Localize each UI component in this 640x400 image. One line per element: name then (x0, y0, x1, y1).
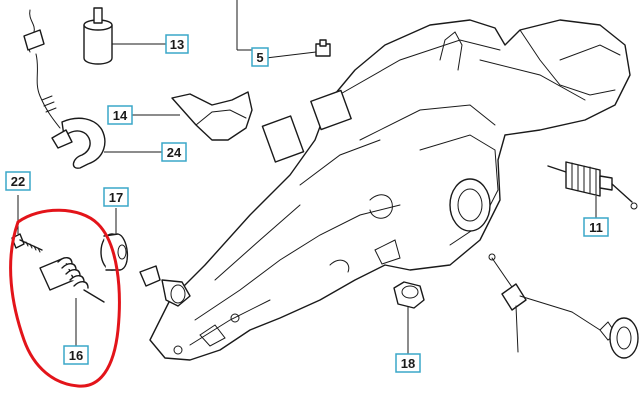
callout-5[interactable]: 5 (251, 47, 269, 67)
red-highlight-outline (9, 208, 121, 388)
fitting-part (236, 0, 331, 59)
rubber-bush-part (393, 281, 425, 354)
callout-24[interactable]: 24 (161, 142, 187, 162)
callout-13-label: 13 (170, 37, 184, 52)
callout-18[interactable]: 18 (395, 353, 421, 373)
callout-11-label: 11 (589, 220, 603, 235)
callout-17[interactable]: 17 (103, 187, 129, 207)
fuel-hose-coil (23, 9, 61, 129)
callout-14[interactable]: 14 (107, 105, 133, 125)
callout-17-label: 17 (109, 190, 123, 205)
callout-22-label: 22 (11, 174, 25, 189)
callout-14-label: 14 (113, 108, 128, 123)
callout-24-label: 24 (167, 145, 182, 160)
fuel-filter-part (83, 7, 166, 65)
callout-18-label: 18 (401, 356, 415, 371)
throttle-cable (488, 253, 639, 359)
callout-13[interactable]: 13 (165, 34, 189, 54)
callout-11[interactable]: 11 (583, 217, 609, 237)
callout-5-label: 5 (256, 50, 263, 65)
callout-22[interactable]: 22 (5, 171, 31, 191)
callout-16[interactable]: 16 (63, 345, 89, 365)
av-element-part (547, 161, 638, 218)
hose-part (51, 117, 162, 169)
crankcase-body (149, 19, 631, 361)
anti-vibration-spring-part (39, 257, 105, 346)
screw-part (11, 195, 43, 253)
damper-plug (139, 265, 191, 307)
callout-16-label: 16 (69, 348, 83, 363)
bracket-part (132, 91, 253, 141)
